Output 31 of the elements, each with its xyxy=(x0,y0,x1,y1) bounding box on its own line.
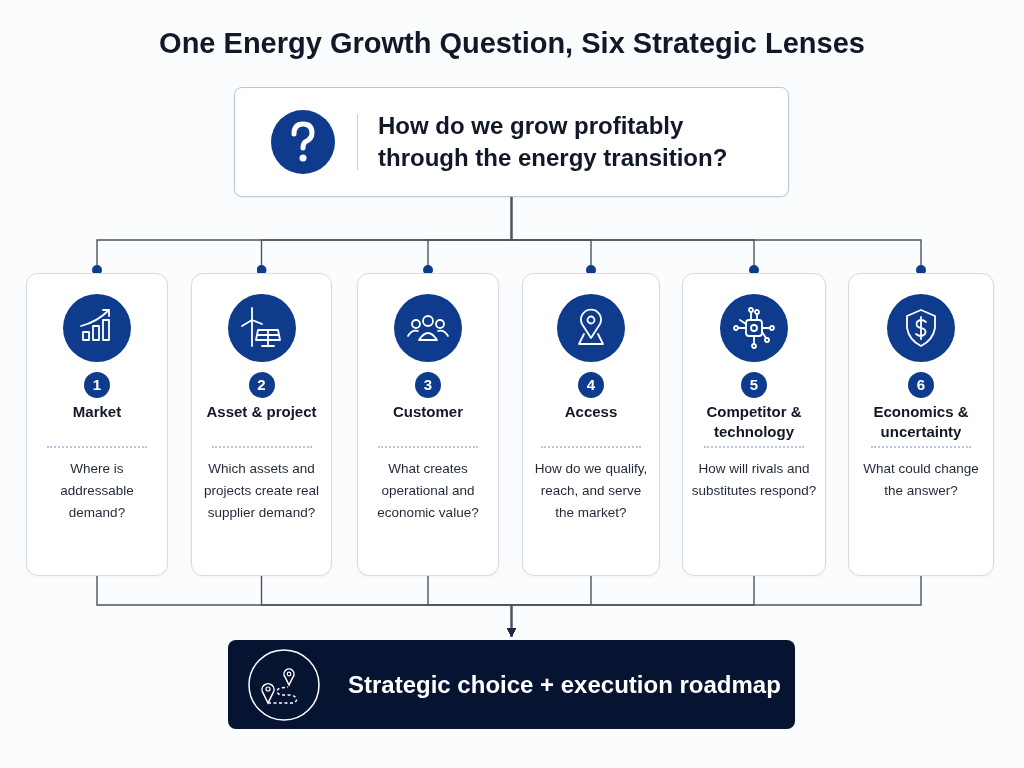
step-number: 4 xyxy=(578,372,604,398)
step-number: 6 xyxy=(908,372,934,398)
card-question: What could change the answer? xyxy=(862,460,980,500)
step-number: 1 xyxy=(84,372,110,398)
connector xyxy=(507,575,922,638)
lens-card xyxy=(357,273,499,576)
card-question: Which assets and projects create real supplier demand? xyxy=(203,460,320,522)
card-question: How do we qualify, reach, and serve the market? xyxy=(533,460,649,522)
card-title: Competitor & technology xyxy=(705,402,803,442)
card-question: Where is addressable demand? xyxy=(59,460,135,522)
card-title: Customer xyxy=(393,402,463,422)
step-number: 5 xyxy=(741,372,767,398)
lens-card xyxy=(191,273,332,576)
card-question: What creates operational and economic value? xyxy=(376,460,480,522)
outcome-box xyxy=(228,640,795,729)
card-title: Market xyxy=(72,402,122,422)
step-number: 2 xyxy=(248,372,275,398)
diagram-title: One Energy Growth Question, Six Strategic Lenses xyxy=(158,26,866,61)
card-question: How will rivals and substitutes respond? xyxy=(691,460,817,500)
lens-card xyxy=(26,273,168,576)
lens-card xyxy=(848,273,994,576)
central-question: How do we grow profitably through the energy transition? xyxy=(378,111,729,173)
lens-card xyxy=(522,273,660,576)
question-box xyxy=(234,87,789,197)
card-title: Access xyxy=(564,402,618,422)
step-number: 3 xyxy=(415,372,441,398)
outcome-text: Strategic choice + execution roadmap xyxy=(348,669,781,700)
card-title: Asset & project xyxy=(206,402,317,422)
card-title: Economics & uncertainty xyxy=(872,402,970,442)
connector xyxy=(510,196,926,275)
lens-card xyxy=(682,273,826,576)
